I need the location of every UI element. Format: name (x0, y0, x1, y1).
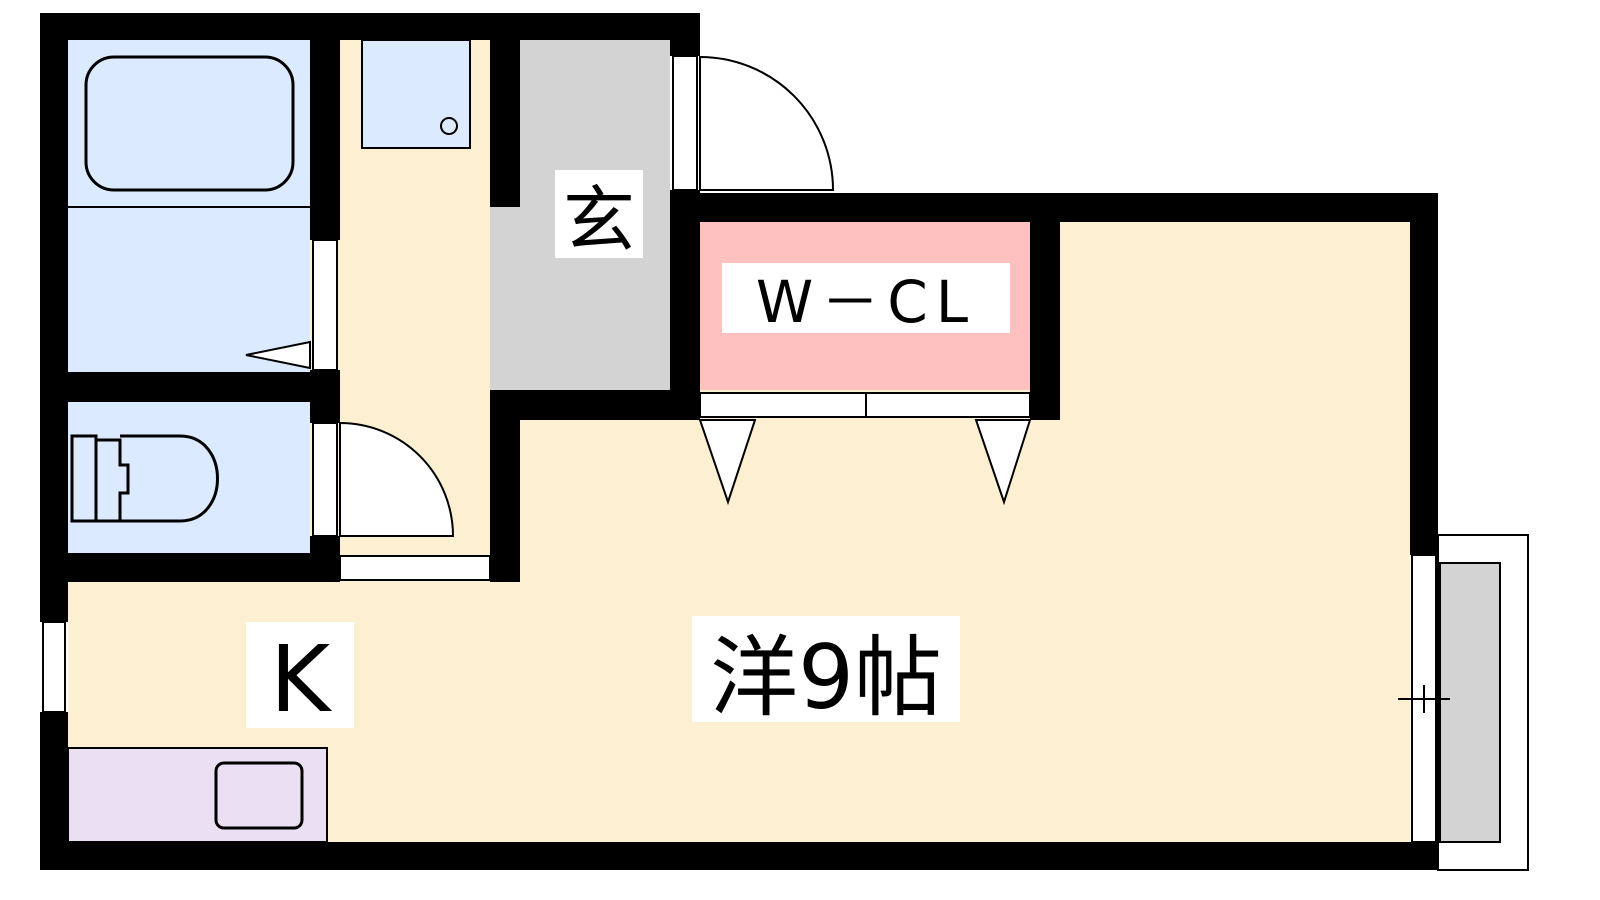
toilet-door (312, 422, 338, 537)
kitchen-label: K (270, 626, 333, 733)
toilet-door-swing (339, 421, 455, 537)
entry-door (672, 55, 698, 191)
toilet-room (68, 402, 310, 553)
toilet-icon (70, 434, 219, 523)
corridor-door (339, 555, 491, 581)
kitchen-window (42, 621, 66, 713)
entrance-label: 玄 (563, 178, 635, 262)
bath-door (312, 239, 338, 371)
walls (40, 13, 1438, 870)
closet-label: W－CL (756, 268, 976, 336)
bathtub-icon (84, 55, 295, 192)
sink-icon (214, 761, 304, 830)
closet-door-right (865, 392, 1031, 418)
western-room-label: 洋9帖 (710, 626, 942, 729)
closet-door-left (699, 392, 867, 418)
washbasin-icon (361, 39, 471, 149)
entry-door-swing (699, 55, 835, 191)
